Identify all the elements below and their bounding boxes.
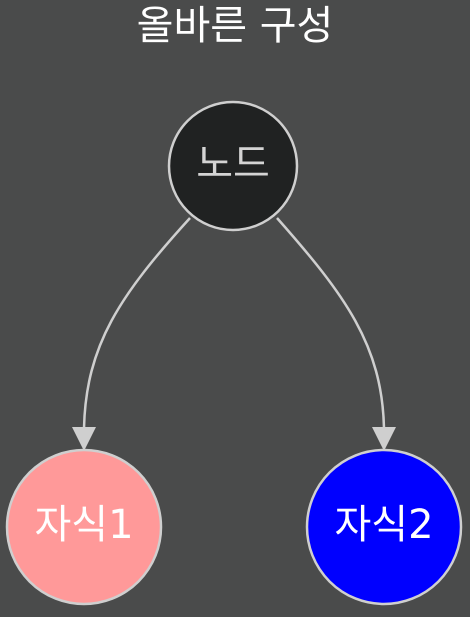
diagram-title: 올바른 구성 xyxy=(136,3,334,49)
edge-root-child1 xyxy=(82,217,191,429)
node-child1: 자식1 xyxy=(5,448,163,606)
arrowhead-child1 xyxy=(72,427,96,451)
node-root-circle xyxy=(167,100,299,232)
node-child1-circle xyxy=(5,448,163,606)
node-child2-label: 자식2 xyxy=(334,502,433,548)
node-child1-label: 자식1 xyxy=(34,502,133,548)
edge-root-child2 xyxy=(276,217,386,429)
arrowhead-child2 xyxy=(372,427,396,451)
node-root-label: 노드 xyxy=(196,141,270,187)
node-child2: 자식2 xyxy=(305,448,463,606)
node-root: 노드 xyxy=(167,100,299,232)
node-child2-circle xyxy=(305,448,463,606)
